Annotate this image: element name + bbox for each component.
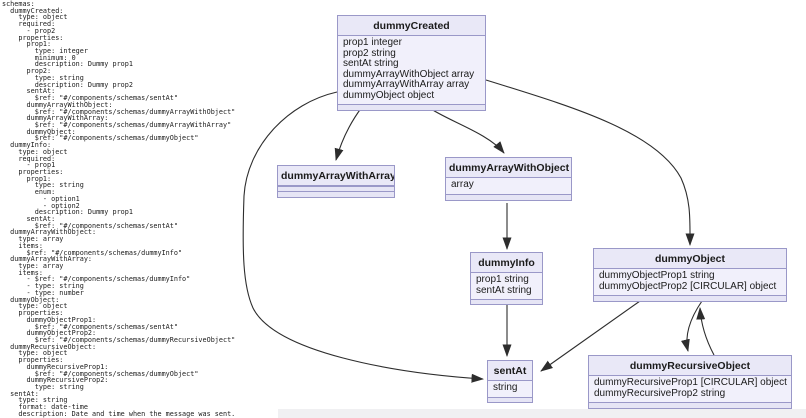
edge-dummyobject-to-sentat (540, 300, 641, 372)
node-attributes: prop1 integer prop2 string sentAt string… (338, 36, 485, 104)
node-attributes: string (488, 381, 532, 397)
edge-dummyrecursiveobject-to-dummyobject (696, 307, 715, 356)
node-dummy-recursive-object: dummyRecursiveObject dummyRecursiveProp1… (588, 355, 792, 409)
node-dummy-info: dummyInfo prop1 string sentAt string (470, 252, 543, 305)
node-dummy-array-with-object: dummyArrayWithObject array (445, 157, 572, 201)
page-bottom-strip (278, 409, 806, 418)
node-title: dummyObject (594, 249, 786, 269)
edge-dummyobject-to-dummyrecursiveobject (680, 300, 703, 352)
node-empty-compartment (589, 402, 791, 408)
yaml-schema-source: schemas: dummyCreated: type: object requ… (2, 0, 236, 418)
node-empty-compartment (488, 396, 532, 402)
node-empty-compartment (278, 186, 394, 191)
node-title: dummyInfo (471, 253, 542, 273)
node-attributes: array (446, 178, 571, 194)
node-attributes: dummyRecursiveProp1 [CIRCULAR] object du… (589, 376, 791, 402)
node-sent-at: sentAt string (487, 360, 533, 403)
node-title: dummyCreated (338, 16, 485, 36)
node-dummy-created: dummyCreated prop1 integer prop2 string … (337, 15, 486, 111)
node-attributes: prop1 string sentAt string (471, 273, 542, 299)
node-attributes: dummyObjectProp1 string dummyObjectProp2… (594, 269, 786, 295)
node-empty-compartment (446, 193, 571, 200)
edge-dummycreated-to-dummyarraywithobject (427, 106, 505, 154)
edge-dummycreated-to-dummyarraywitharray (334, 106, 363, 161)
node-empty-compartment (594, 295, 786, 301)
node-empty-compartment (338, 104, 485, 110)
node-empty-compartment (471, 299, 542, 304)
node-title: dummyArrayWithArray (278, 166, 394, 186)
node-title: dummyArrayWithObject (446, 158, 571, 178)
node-title: dummyRecursiveObject (589, 356, 791, 376)
node-title: sentAt (488, 361, 532, 381)
edge-dummycreated-to-dummyobject (485, 79, 695, 246)
edge-dummycreated-to-sentat (242, 91, 484, 383)
node-dummy-object: dummyObject dummyObjectProp1 string dumm… (593, 248, 787, 302)
node-dummy-array-with-array: dummyArrayWithArray (277, 165, 395, 198)
node-empty-compartment (278, 191, 394, 197)
